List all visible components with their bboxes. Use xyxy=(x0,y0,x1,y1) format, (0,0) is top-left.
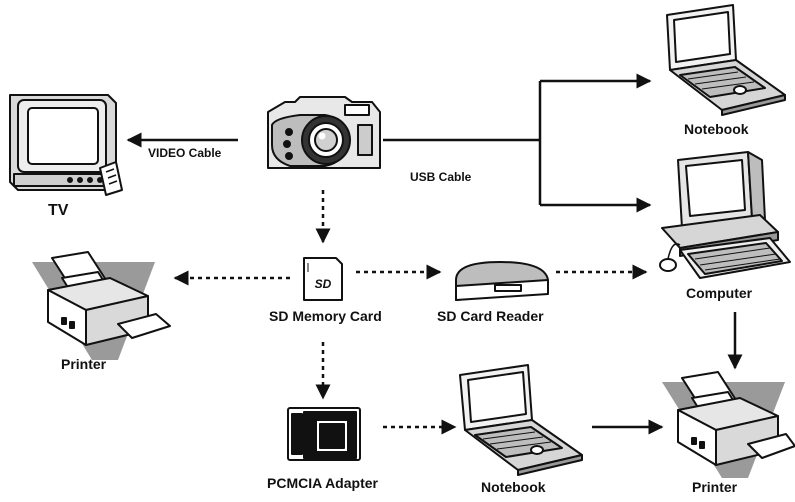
sd-card-reader-label: SD Card Reader xyxy=(437,308,544,324)
desktop-computer-icon xyxy=(659,151,791,279)
connectors xyxy=(126,73,743,435)
usb-cable-label: USB Cable xyxy=(410,170,472,184)
sd-card-icon: SD xyxy=(303,257,343,301)
remote-control-icon xyxy=(99,161,123,196)
printer-right-label: Printer xyxy=(692,479,738,495)
printer-left-label: Printer xyxy=(61,356,107,372)
card-reader-icon xyxy=(455,261,549,301)
pcmcia-adapter-icon xyxy=(287,407,361,461)
svg-text:SD: SD xyxy=(315,277,332,291)
printer-icon xyxy=(32,251,171,360)
laptop-icon xyxy=(666,4,786,116)
computer-label: Computer xyxy=(686,285,753,301)
notebook-bottom-label: Notebook xyxy=(481,479,546,495)
pcmcia-adapter-label: PCMCIA Adapter xyxy=(267,475,378,491)
camera-icon xyxy=(267,96,381,169)
laptop-icon-bottom xyxy=(459,364,583,476)
video-cable-label: VIDEO Cable xyxy=(148,146,222,160)
tv-label: TV xyxy=(48,202,69,219)
sd-memory-card-label: SD Memory Card xyxy=(269,308,382,324)
printer-icon-right xyxy=(662,371,795,478)
tv-icon xyxy=(9,94,123,196)
notebook-top-label: Notebook xyxy=(684,121,749,137)
